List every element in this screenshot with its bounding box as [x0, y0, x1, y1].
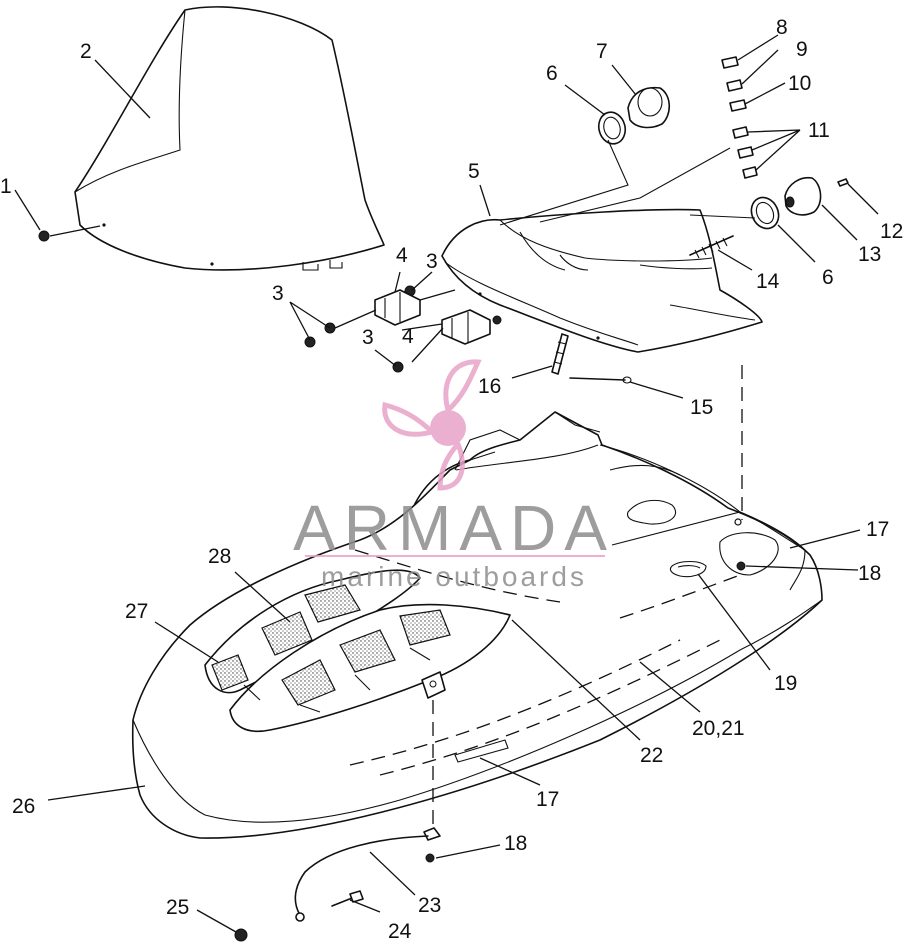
callout-14: 14: [756, 270, 780, 293]
callout-19: 19: [774, 672, 797, 695]
callout-23: 23: [418, 894, 441, 917]
callout-8: 8: [776, 16, 788, 39]
callout-15: 15: [690, 396, 713, 419]
callout-20-21: 20,21: [692, 717, 745, 740]
callout-3: 3: [426, 250, 438, 273]
callout-24: 24: [388, 920, 412, 942]
callout-labels: 1 2 3 3 3 4 4 5 6 6 7 8 9 10 11 12 13 14…: [0, 16, 903, 942]
armada-watermark: ARMADA marine outboards: [293, 359, 615, 592]
callout-25: 25: [166, 896, 189, 919]
callout-3: 3: [272, 282, 284, 305]
callout-6: 6: [822, 266, 834, 289]
callout-11: 11: [808, 119, 830, 142]
callout-3: 3: [362, 326, 374, 349]
callout-17: 17: [536, 788, 559, 811]
callout-5: 5: [468, 160, 480, 183]
callout-4: 4: [396, 244, 408, 267]
hardware: [38, 56, 849, 942]
callout-6: 6: [546, 62, 558, 85]
watermark-tagline: marine outboards: [321, 561, 587, 592]
hood-body: [131, 411, 823, 839]
windshield: [74, 6, 385, 271]
callout-16: 16: [478, 375, 501, 398]
callout-1: 1: [0, 175, 12, 198]
callout-22: 22: [640, 744, 663, 767]
callout-13: 13: [858, 243, 881, 266]
callout-7: 7: [596, 40, 608, 63]
leader-lines: [14, 34, 879, 933]
watermark-brand: ARMADA: [293, 492, 615, 564]
callout-18: 18: [858, 562, 881, 585]
console-dash: [441, 208, 763, 353]
callout-4: 4: [402, 325, 414, 348]
callout-27: 27: [125, 600, 148, 623]
callout-18: 18: [504, 832, 527, 855]
callout-2: 2: [80, 40, 92, 63]
callout-28: 28: [208, 545, 231, 568]
callout-10: 10: [788, 72, 811, 95]
callout-9: 9: [796, 38, 808, 61]
callout-12: 12: [880, 220, 903, 243]
callout-26: 26: [12, 795, 35, 818]
callout-17: 17: [866, 518, 889, 541]
propeller-logo-icon: [382, 359, 482, 491]
